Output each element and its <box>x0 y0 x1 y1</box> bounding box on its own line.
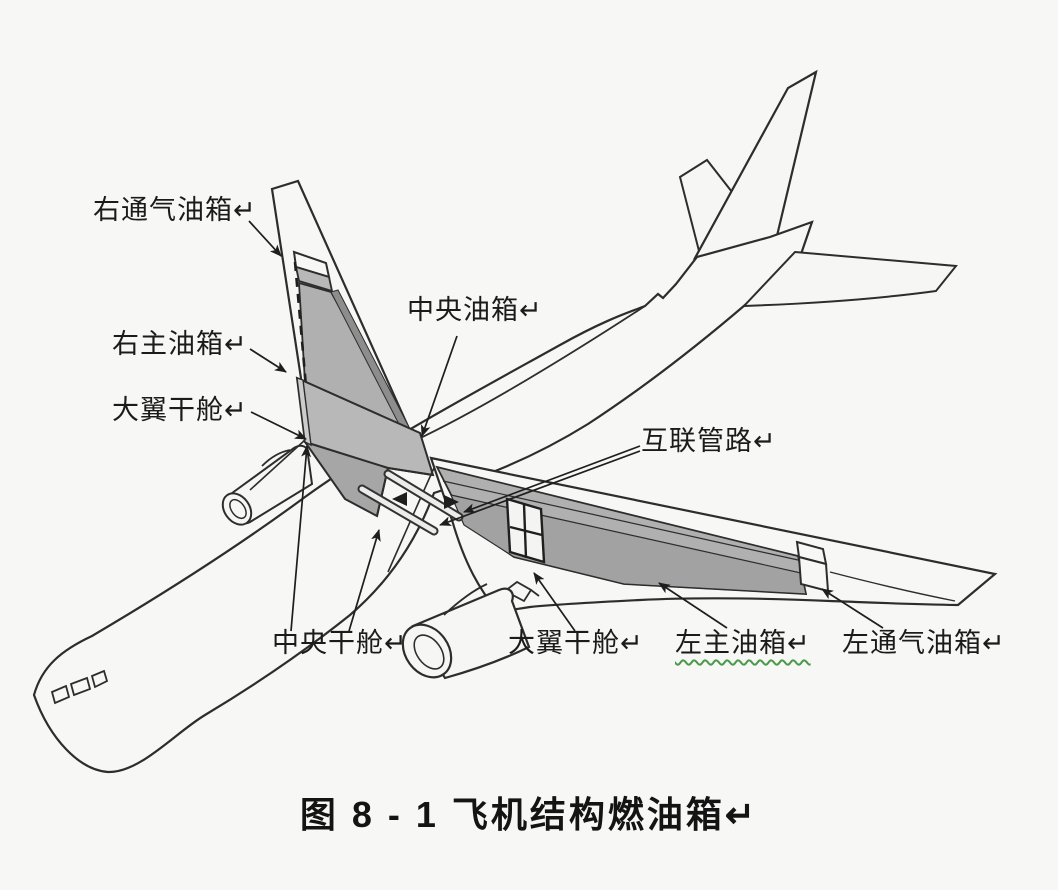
label-center-dry-bay: 中央干舱↵ <box>272 628 408 658</box>
left-engine <box>401 580 540 680</box>
center-tank-box <box>295 376 435 518</box>
leader-wing-dry-bay-right <box>250 411 307 440</box>
label-left-vent-tank: 左通气油箱↵ <box>842 628 1006 658</box>
label-wing-dry-bay-right: 大翼干舱↵ <box>112 395 248 425</box>
flow-arrow-right <box>444 495 459 509</box>
leader-left-vent-tank <box>821 588 884 629</box>
figure-caption: 图 8 - 1 飞机结构燃油箱↵ <box>299 794 759 835</box>
leader-right-vent-tank <box>248 220 282 257</box>
label-wing-dry-bay-left: 大翼干舱↵ <box>508 628 644 658</box>
left-wing <box>387 456 998 614</box>
leader-center-dry-bay-1 <box>290 445 312 632</box>
leader-interconnect-2 <box>439 450 641 526</box>
leader-wing-dry-bay-left <box>533 572 576 632</box>
interconnect-pipes <box>357 469 464 536</box>
leader-center-tank <box>420 335 458 437</box>
label-right-main-tank: 右主油箱↵ <box>112 329 248 359</box>
label-right-vent-tank: 右通气油箱↵ <box>93 195 257 225</box>
leader-interconnect-1 <box>463 445 641 513</box>
cockpit-windows <box>50 669 109 705</box>
leader-right-main-tank <box>249 348 287 373</box>
label-center-tank: 中央油箱↵ <box>407 295 543 325</box>
wing-fairing-line <box>413 305 646 442</box>
leader-lines <box>248 220 884 632</box>
wing-dry-bay-left-shape <box>505 497 546 564</box>
flow-arrow-left <box>392 492 407 506</box>
left-vent-tank-shape <box>795 540 830 593</box>
leader-left-main-tank <box>658 582 728 629</box>
label-interconnect: 互联管路↵ <box>641 426 777 456</box>
leader-center-dry-bay-2 <box>348 529 381 632</box>
left-horizontal-stabilizer <box>741 250 958 308</box>
label-left-main-tank: 左主油箱↵ <box>675 628 811 658</box>
